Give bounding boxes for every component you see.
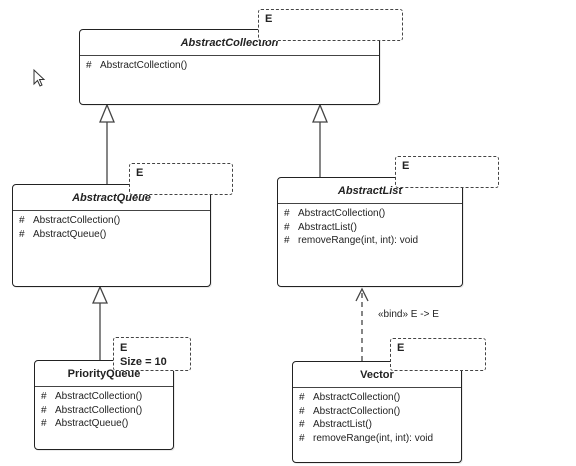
visibility-marker: # — [86, 60, 92, 71]
compartment-separator — [278, 203, 462, 204]
operation-row[interactable]: # AbstractCollection() — [86, 59, 373, 73]
class-priority-queue[interactable]: PriorityQueue # AbstractCollection() # Abst… — [34, 360, 174, 450]
template-parameter: E — [402, 160, 410, 172]
template-parameter-box[interactable]: E Size = 10 — [113, 337, 191, 371]
visibility-marker: # — [41, 418, 47, 429]
template-default-value: Size = 10 — [120, 356, 167, 368]
operation-signature: AbstractCollection() — [100, 60, 188, 71]
template-parameter-box[interactable]: E — [258, 9, 403, 41]
template-parameter: E — [120, 342, 128, 354]
compartment-separator — [293, 387, 461, 388]
operation-row[interactable]: # AbstractCollection() — [299, 391, 455, 405]
operation-row[interactable]: # AbstractList() — [284, 221, 456, 235]
operation-row[interactable]: # removeRange(int, int): void — [299, 432, 455, 446]
template-parameter: E — [265, 13, 273, 25]
class-vector[interactable]: Vector # AbstractCollection() # AbstractCol… — [292, 361, 462, 463]
compartment-separator — [13, 210, 210, 211]
operation-row[interactable]: # removeRange(int, int): void — [284, 234, 456, 248]
operations-compartment: # AbstractCollection() # AbstractCollection… — [35, 387, 173, 431]
visibility-marker: # — [284, 221, 290, 233]
class-abstract-collection[interactable]: AbstractCollection # AbstractCollection() — [79, 29, 380, 105]
operation-row[interactable]: # AbstractQueue() — [41, 417, 167, 431]
operation-row[interactable]: # AbstractCollection() — [41, 404, 167, 418]
operation-row[interactable]: # AbstractCollection() — [41, 390, 167, 404]
visibility-marker: # — [299, 405, 305, 417]
template-parameter: E — [397, 342, 405, 354]
visibility-marker: # — [41, 404, 47, 416]
visibility-marker: # — [284, 235, 290, 246]
operations-compartment: # AbstractCollection() # AbstractQueue() — [13, 211, 210, 241]
mouse-cursor-icon — [33, 68, 46, 87]
visibility-marker: # — [299, 432, 305, 444]
class-name: AbstractList — [337, 185, 403, 197]
generalization-arrowhead-priority — [92, 285, 108, 304]
operation-row[interactable]: # AbstractCollection() — [299, 405, 455, 419]
compartment-separator — [80, 55, 379, 56]
operations-compartment: # AbstractCollection() — [80, 56, 379, 73]
operation-signature: AbstractCollection() — [55, 404, 143, 416]
bind-dependency-arrowhead — [355, 287, 369, 302]
operation-signature: AbstractQueue() — [55, 418, 129, 429]
operation-signature: AbstractList() — [298, 221, 357, 233]
class-name: PriorityQueue — [67, 368, 141, 380]
operation-row[interactable]: # AbstractCollection() — [284, 207, 456, 221]
visibility-marker: # — [41, 391, 47, 402]
operation-signature: AbstractCollection() — [313, 392, 401, 403]
generalization-arrowhead-queue — [99, 103, 115, 123]
operation-signature: removeRange(int, int): void — [298, 235, 419, 246]
operation-signature: AbstractCollection() — [313, 405, 401, 417]
operations-compartment: # AbstractCollection() # AbstractList() # rem… — [278, 204, 462, 248]
visibility-marker: # — [299, 392, 305, 403]
template-parameter-box[interactable]: E — [395, 156, 499, 188]
class-name: Vector — [360, 369, 394, 381]
template-parameter-box[interactable]: E — [129, 163, 233, 195]
operation-signature: AbstractQueue() — [33, 228, 107, 240]
operation-row[interactable]: # AbstractList() — [299, 418, 455, 432]
template-parameter: E — [136, 167, 144, 179]
operation-signature: AbstractCollection() — [55, 391, 143, 402]
visibility-marker: # — [284, 208, 290, 219]
class-abstract-queue[interactable]: AbstractQueue # AbstractCollection() # Abst… — [12, 184, 211, 287]
operation-row[interactable]: # AbstractQueue() — [19, 228, 204, 242]
bind-label: «bind» E -> E — [378, 309, 439, 320]
operation-signature: AbstractCollection() — [33, 215, 121, 226]
operation-row[interactable]: # AbstractCollection() — [19, 214, 204, 228]
visibility-marker: # — [299, 419, 305, 430]
operations-compartment: # AbstractCollection() # AbstractCollection… — [293, 388, 461, 445]
class-abstract-list[interactable]: AbstractList # AbstractCollection() # Abstr… — [277, 177, 463, 287]
visibility-marker: # — [19, 228, 25, 240]
class-name: AbstractCollection — [180, 37, 279, 49]
operation-signature: AbstractCollection() — [298, 208, 386, 219]
visibility-marker: # — [19, 215, 25, 226]
operation-signature: removeRange(int, int): void — [313, 432, 434, 444]
generalization-arrowhead-list — [312, 103, 328, 123]
compartment-separator — [35, 386, 173, 387]
operation-signature: AbstractList() — [313, 419, 372, 430]
template-parameter-box[interactable]: E — [390, 338, 486, 371]
class-name: AbstractQueue — [72, 192, 151, 204]
